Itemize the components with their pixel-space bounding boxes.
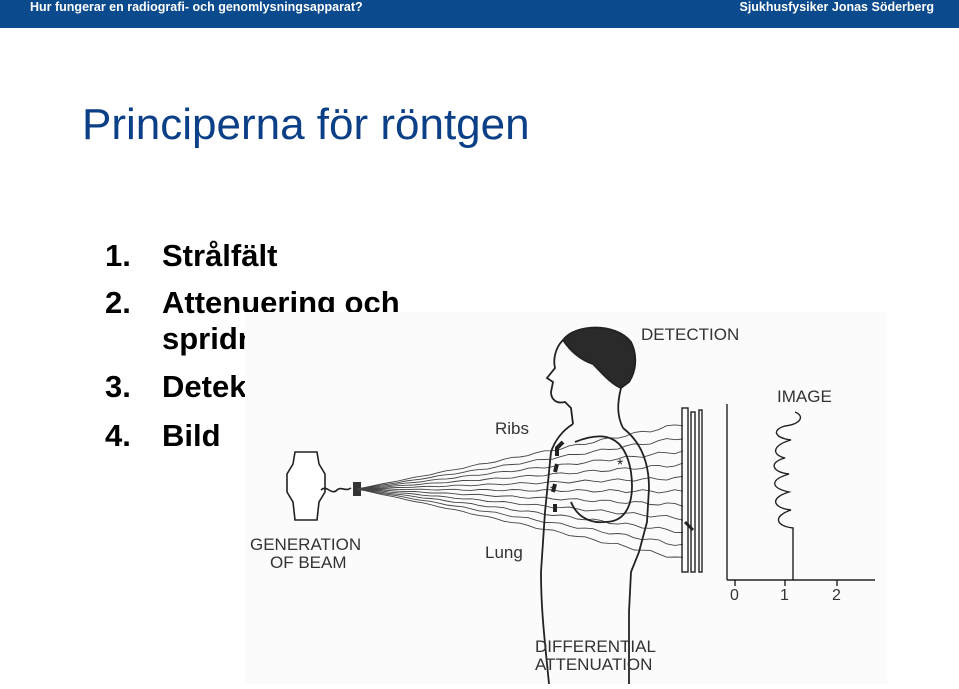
lung-label: Lung xyxy=(485,543,523,562)
list-item-number: 2. xyxy=(105,285,131,320)
slide-title: Principerna för röntgen xyxy=(82,100,530,149)
beam-ray xyxy=(356,488,684,494)
patient-silhouette: * * xyxy=(540,326,650,685)
axis-tick-label: 0 xyxy=(730,587,739,604)
beam-ray xyxy=(356,450,684,490)
list-item-text: Bild xyxy=(162,418,221,453)
list-item-text: Strålfält xyxy=(162,238,278,273)
xray-principle-figure: * * DETECTION IMAGE Ribs Lung GENERATION… xyxy=(245,312,887,685)
beam-ray xyxy=(356,488,684,507)
beam-ray xyxy=(356,438,684,490)
generation-label-line2: OF BEAM xyxy=(270,553,347,572)
beam-ray xyxy=(356,462,684,490)
header-bar: Hur fungerar en radiografi- och genomlys… xyxy=(0,0,959,28)
beam-ray xyxy=(356,488,684,521)
attenuation-label-line2: ATTENUATION xyxy=(535,655,652,674)
header-presentation-title: Hur fungerar en radiografi- och genomlys… xyxy=(30,0,363,14)
beam-ray xyxy=(356,488,684,534)
generation-label: GENERATION xyxy=(250,535,361,554)
beam-ray xyxy=(356,488,684,546)
detector-plates xyxy=(681,407,703,573)
list-item-number: 4. xyxy=(105,418,131,453)
image-profile-graph xyxy=(726,404,875,586)
figure-background xyxy=(245,312,887,684)
attenuation-label: DIFFERENTIAL xyxy=(535,637,656,656)
axis-tick-label: 2 xyxy=(832,587,841,604)
beam-ray xyxy=(356,424,684,490)
ribs-label: Ribs xyxy=(495,419,529,438)
list-item-number: 3. xyxy=(105,369,131,404)
detection-label: DETECTION xyxy=(641,325,739,344)
beam-ray xyxy=(356,488,684,558)
xray-tube xyxy=(286,451,361,521)
axis-tick-label: 1 xyxy=(780,587,789,604)
svg-text:*: * xyxy=(550,483,556,500)
header-author: Sjukhusfysiker Jonas Söderberg xyxy=(739,0,934,14)
svg-text:*: * xyxy=(617,457,623,474)
beam-ray xyxy=(356,475,684,490)
xray-beam-lines xyxy=(356,424,684,558)
list-item-number: 1. xyxy=(105,238,131,273)
image-label: IMAGE xyxy=(777,387,832,406)
